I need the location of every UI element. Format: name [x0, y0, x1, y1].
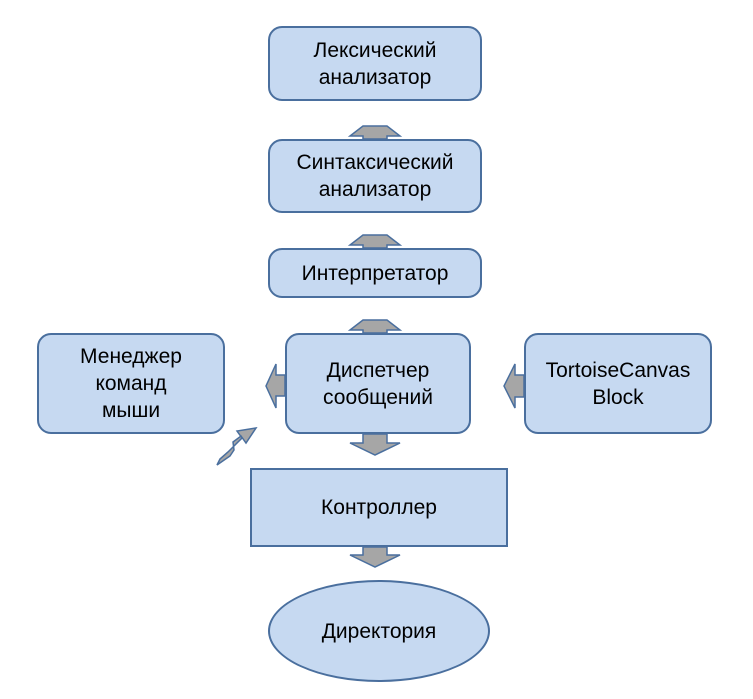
interpreter-label: Интерпретатор	[301, 261, 449, 285]
lexer-label-line2: анализатор	[318, 65, 432, 89]
parser-label-line2: анализатор	[318, 178, 432, 201]
mouse-manager-label-line1: Менеджер	[80, 345, 182, 368]
arrow-canvas-to-dispatcher	[503, 363, 525, 409]
directory-node: Директория	[268, 580, 490, 682]
parser-label-line1: Синтаксический	[296, 151, 454, 174]
directory-label: Директория	[321, 619, 437, 643]
lexer-label-line1: Лексический	[313, 38, 437, 62]
arrow-dispatcher-to-controller	[349, 433, 401, 456]
arrow-mouse-to-controller	[216, 426, 258, 466]
arrow-interpreter-to-parser	[347, 234, 403, 249]
canvas-block-label-line1: TortoiseCanvas	[545, 358, 691, 382]
arrow-controller-to-directory	[349, 546, 401, 568]
controller-label: Контроллер	[321, 496, 437, 519]
dispatcher-label-line2: сообщений	[323, 385, 433, 409]
interpreter-node: Интерпретатор	[268, 248, 482, 298]
mouse-manager-label-line3: мыши	[101, 399, 161, 422]
arrow-parser-to-lexer	[347, 125, 403, 140]
dispatcher-label-line1: Диспетчер	[326, 358, 430, 382]
arrow-dispatcher-to-interpreter	[347, 319, 403, 334]
canvas-block-label-line2: Block	[592, 385, 644, 409]
controller-node: Контроллер	[250, 468, 508, 547]
dispatcher-node: Диспетчер сообщений	[285, 333, 471, 434]
mouse-manager-label-line2: команд	[95, 372, 167, 395]
mouse-manager-node: Менеджер команд мыши	[37, 333, 225, 434]
lexer-node: Лексический анализатор	[268, 26, 482, 101]
arrow-dispatcher-to-mouse-manager	[265, 363, 286, 409]
parser-node: Синтаксический анализатор	[268, 139, 482, 213]
canvas-block-node: TortoiseCanvas Block	[524, 333, 712, 434]
